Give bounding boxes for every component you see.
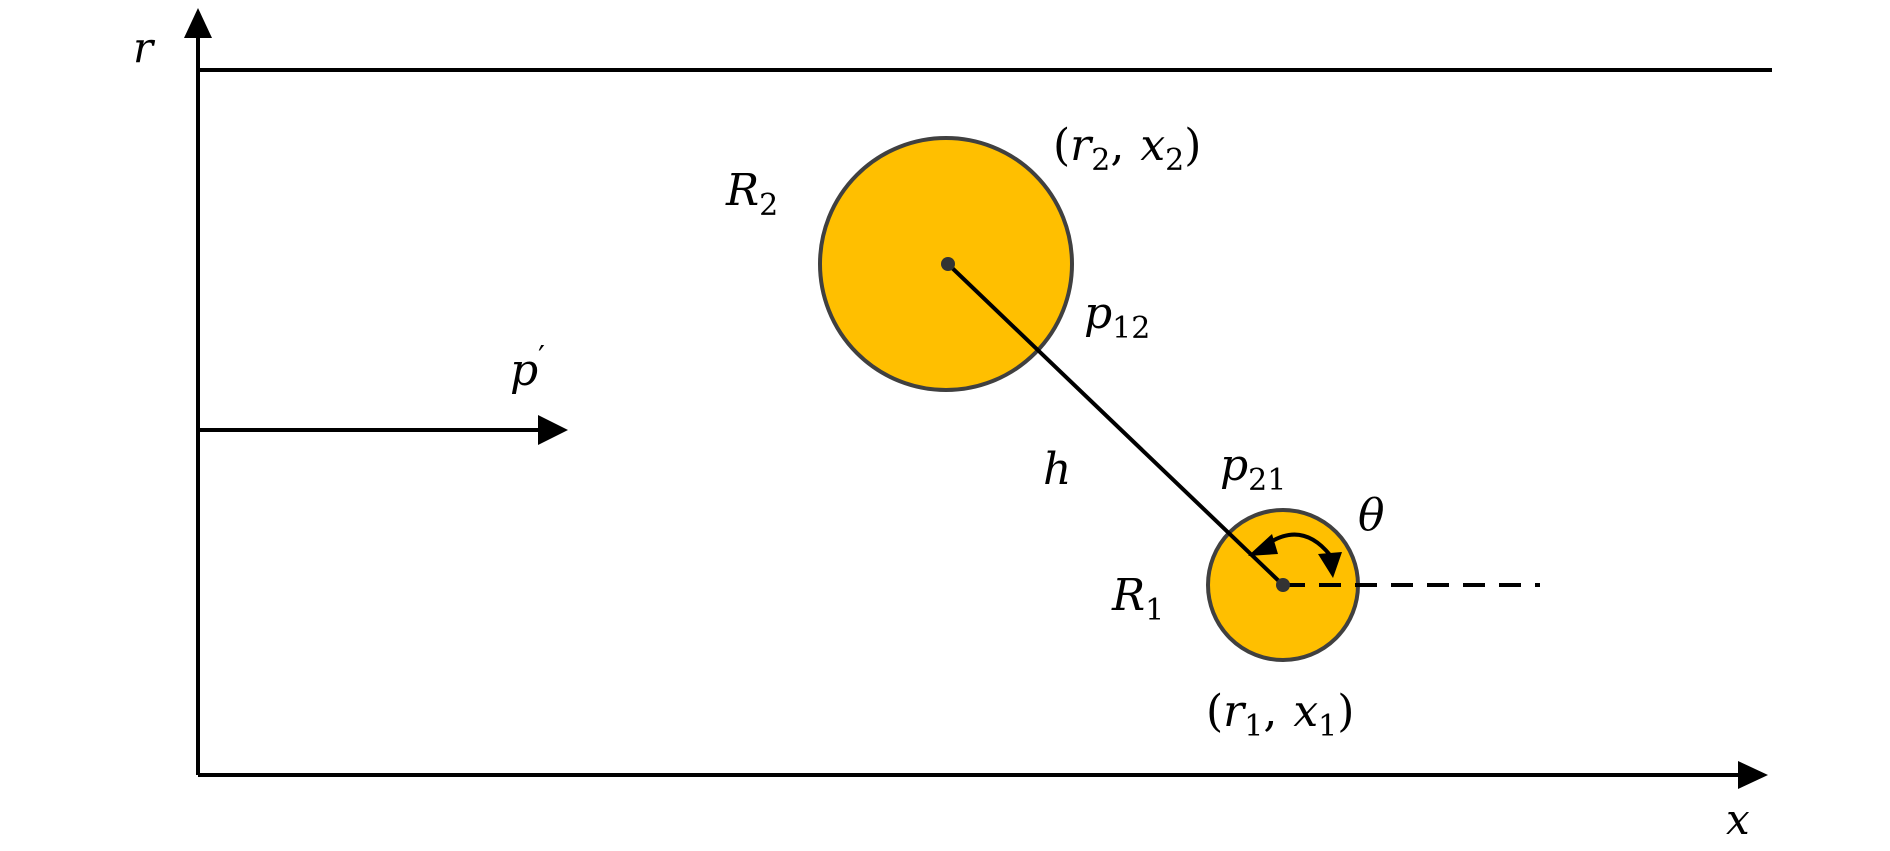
center-connector-line [946, 262, 1285, 587]
r-axis-arrowhead-icon [184, 8, 212, 38]
bubble-1-radius-label: R1 [1111, 570, 1164, 628]
bubble-1-position-label: (r1,x1) [1206, 686, 1354, 744]
x-axis-label: x [1726, 795, 1750, 844]
bubble-2-position-label: (r2,x2) [1053, 120, 1201, 178]
bubble-2-center-dot [941, 257, 955, 271]
angle-label: θ [1358, 490, 1385, 541]
pressure-arrowhead-icon [538, 415, 568, 445]
r-axis-label: r [133, 23, 156, 72]
x-axis-arrowhead-icon [1738, 761, 1768, 789]
separation-label: h [1043, 444, 1071, 495]
pressure-label: p′ [510, 340, 545, 396]
bubble-1-center-dot [1276, 578, 1290, 592]
angle-arrowhead-right-icon [1318, 552, 1342, 578]
bubble-2-radius-label: R2 [725, 165, 778, 223]
bubble-1-pressure-label: p21 [1220, 440, 1286, 498]
bubble-2-pressure-label: p12 [1084, 288, 1150, 346]
angle-arrowhead-left-icon [1248, 534, 1278, 556]
